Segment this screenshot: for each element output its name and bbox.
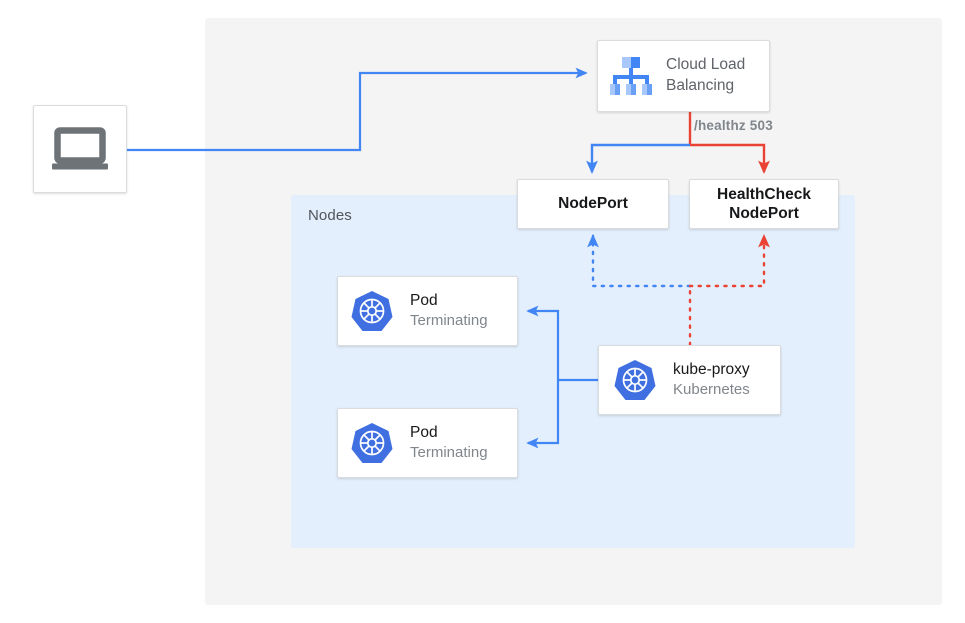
pod-2-title: Pod: [410, 423, 438, 441]
nodeport-label: NodePort: [558, 195, 628, 213]
nodes-region-label: Nodes: [308, 207, 352, 224]
cloud-load-balancing-icon: [610, 57, 652, 95]
kube-proxy-title: kube-proxy: [673, 360, 750, 378]
edge-client-to-clb: [127, 67, 588, 152]
kubernetes-icon: [351, 291, 393, 331]
healthcheck-nodeport-node[interactable]: HealthCheck NodePort: [689, 179, 839, 229]
cloud-load-balancing-label: Cloud Load Balancing: [666, 56, 746, 94]
client-node[interactable]: [33, 105, 127, 193]
edge-clb-to-healthcheck: [690, 143, 770, 175]
kube-proxy-node[interactable]: kube-proxy Kubernetes: [598, 345, 781, 415]
edge-clb-to-nodeport: [586, 143, 690, 175]
edge-kubeproxy-to-pod-1: [526, 305, 598, 382]
kubernetes-icon: [351, 423, 393, 463]
pod-2-node[interactable]: Pod Terminating: [337, 408, 518, 478]
pod-2-status: Terminating: [410, 443, 488, 461]
pod-1-title: Pod: [410, 291, 438, 309]
pod-1-node[interactable]: Pod Terminating: [337, 276, 518, 346]
healthz-edge-label: /healthz 503: [694, 118, 773, 133]
nodeport-node[interactable]: NodePort: [517, 179, 669, 229]
cloud-load-balancing-node[interactable]: Cloud Load Balancing: [597, 40, 770, 112]
edge-kubeproxy-to-healthcheck: [688, 233, 770, 288]
kube-proxy-subtitle: Kubernetes: [673, 380, 750, 398]
laptop-icon: [52, 127, 108, 170]
pod-1-status: Terminating: [410, 311, 488, 329]
healthcheck-nodeport-label: HealthCheck NodePort: [717, 185, 811, 222]
kubernetes-icon: [614, 360, 656, 400]
edge-kubeproxy-to-nodeport: [587, 233, 692, 288]
edge-kubeproxy-to-pod-2: [526, 380, 560, 449]
